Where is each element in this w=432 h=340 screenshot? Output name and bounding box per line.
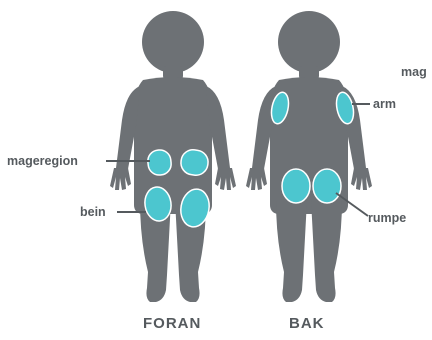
back-right-buttock-site [313,169,341,203]
buttocks-label: rumpe [368,212,406,225]
front-abdomen-left-site [147,149,172,176]
back-right-hand [351,168,372,190]
back-left-hand [246,168,267,190]
abdomen-label: mageregion [7,155,78,168]
back-left-leg [276,200,307,302]
back-caption: BAK [289,316,325,331]
front-head [142,11,204,73]
leg-label: bein [80,206,106,219]
back-left-buttock-site [282,169,310,203]
back-right-leg [311,200,342,302]
back-head [278,11,340,73]
front-body-figure [110,11,236,302]
abdomen-cut-label: mag [401,66,427,79]
back-body-figure [246,11,372,302]
arm-label: arm [373,98,396,111]
front-right-hand [215,168,236,190]
front-caption: FORAN [143,316,201,331]
front-left-hand [110,168,131,190]
